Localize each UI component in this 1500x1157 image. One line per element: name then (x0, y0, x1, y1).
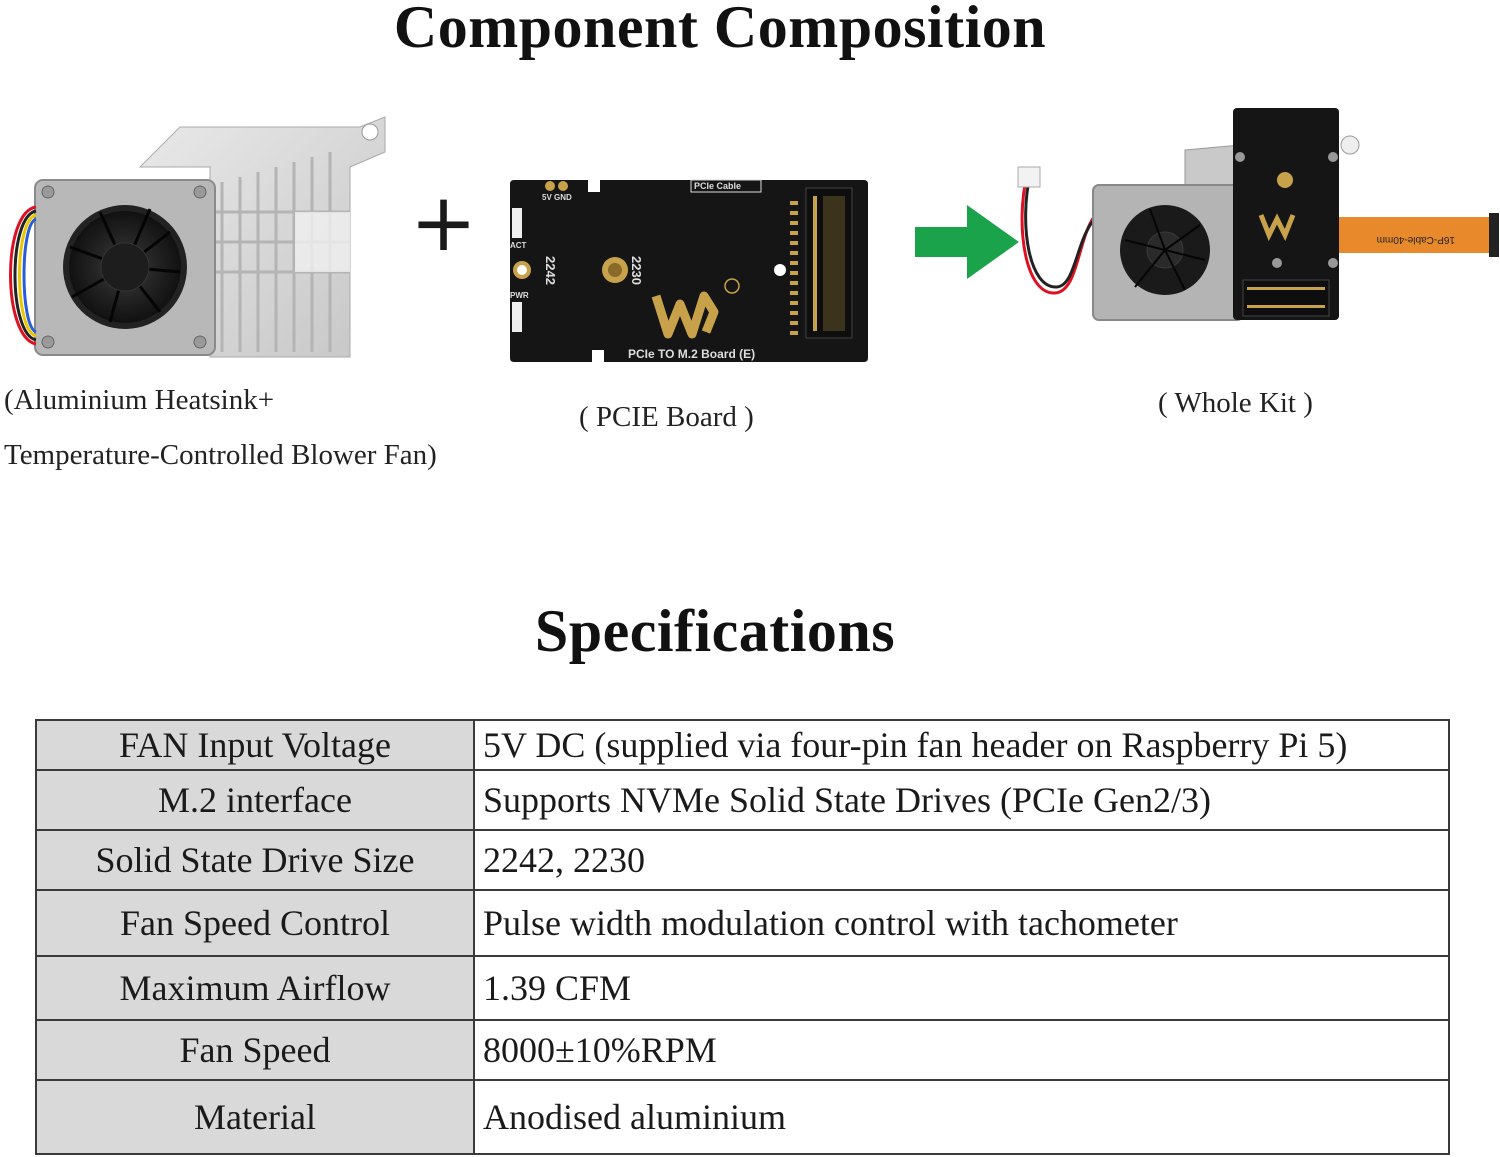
table-row: Fan Speed 8000±10%RPM (35, 1019, 1450, 1081)
specifications-table: FAN Input Voltage 5V DC (supplied via fo… (35, 719, 1450, 1155)
page-title: Component Composition (393, 0, 1047, 60)
spec-value: 1.39 CFM (473, 955, 1450, 1021)
spec-key: Fan Speed (35, 1019, 475, 1081)
spec-key: Material (35, 1079, 475, 1155)
spec-value: 8000±10%RPM (473, 1019, 1450, 1081)
pwr-silkscreen: PWR (510, 291, 529, 300)
whole-kit-caption: ( Whole Kit ) (1158, 387, 1313, 419)
table-row: M.2 interface Supports NVMe Solid State … (35, 769, 1450, 831)
spec-key: Maximum Airflow (35, 955, 475, 1021)
plus-icon: + (410, 176, 478, 269)
whole-kit-image: 16P-Cable-40mm (1017, 108, 1499, 321)
size-2230-silkscreen: 2230 (629, 256, 644, 285)
cable-label: 16P-Cable-40mm (1377, 234, 1455, 245)
spec-key: Solid State Drive Size (35, 829, 475, 891)
board-name-silkscreen: PCIe TO M.2 Board (E) (628, 347, 755, 361)
heatsink-caption-line1: (Aluminium Heatsink+ (4, 384, 275, 416)
heatsink-fan-image (9, 116, 386, 358)
spec-key: FAN Input Voltage (35, 719, 475, 771)
spec-value: 2242, 2230 (473, 829, 1450, 891)
act-silkscreen: ACT (510, 241, 527, 250)
table-row: Material Anodised aluminium (35, 1079, 1450, 1155)
table-row: Solid State Drive Size 2242, 2230 (35, 829, 1450, 891)
arrow-right-icon (915, 205, 1019, 279)
table-row: FAN Input Voltage 5V DC (supplied via fo… (35, 719, 1450, 771)
pcie-board-caption: ( PCIE Board ) (579, 401, 754, 433)
spec-value: Anodised aluminium (473, 1079, 1450, 1155)
spec-key: M.2 interface (35, 769, 475, 831)
spec-key: Fan Speed Control (35, 889, 475, 957)
power-silkscreen: 5V GND (542, 193, 572, 202)
spec-value: Supports NVMe Solid State Drives (PCIe G… (473, 769, 1450, 831)
table-row: Maximum Airflow 1.39 CFM (35, 955, 1450, 1021)
spec-value: 5V DC (supplied via four-pin fan header … (473, 719, 1450, 771)
table-row: Fan Speed Control Pulse width modulation… (35, 889, 1450, 957)
spec-value: Pulse width modulation control with tach… (473, 889, 1450, 957)
pcie-board-image: 5V GND PCIe Cable ACT PWR 2242 2230 PCIe… (510, 179, 868, 362)
cable-silkscreen: PCIe Cable (694, 181, 741, 191)
heatsink-caption-line2: Temperature-Controlled Blower Fan) (4, 439, 437, 471)
size-2242-silkscreen: 2242 (543, 256, 558, 285)
specifications-title: Specifications (534, 598, 896, 664)
